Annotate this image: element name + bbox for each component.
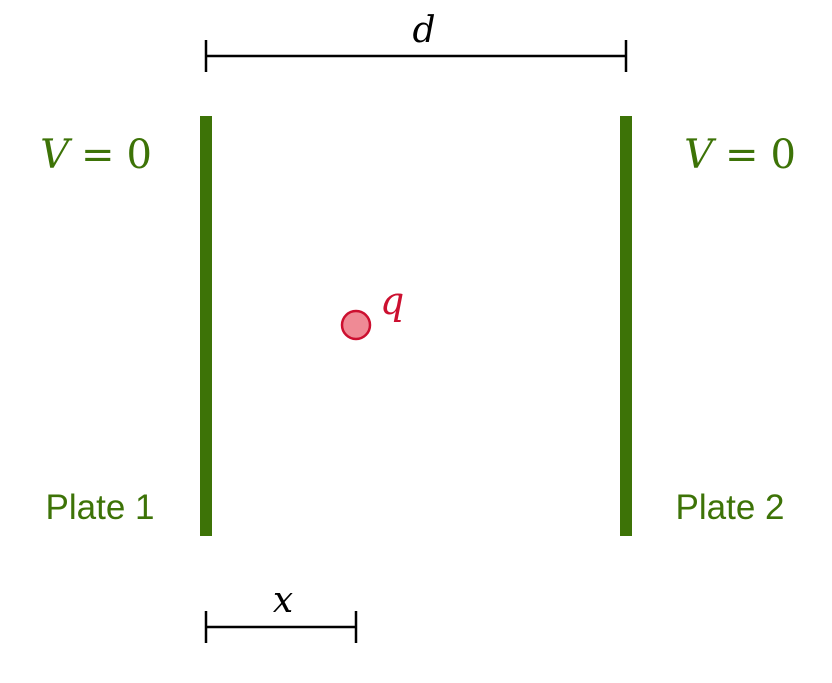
separation-dimension: d [204, 10, 628, 72]
plate-1: V=0 Plate 1 [40, 116, 212, 536]
plate-1-potential: V=0 [40, 132, 152, 178]
plate-2-potential: V=0 [684, 132, 796, 178]
charge-marker [340, 309, 372, 341]
position-dimension: x [204, 580, 358, 643]
plate-1-bar [200, 116, 212, 536]
plate-2-label: Plate 2 [676, 488, 785, 527]
plate-1-label: Plate 1 [46, 488, 155, 527]
position-label: x [273, 580, 293, 621]
separation-label: d [412, 10, 435, 51]
point-charge: q [340, 279, 404, 341]
plate-2: V=0 Plate 2 [620, 116, 796, 536]
charge-label: q [380, 279, 404, 323]
plate-2-bar [620, 116, 632, 536]
